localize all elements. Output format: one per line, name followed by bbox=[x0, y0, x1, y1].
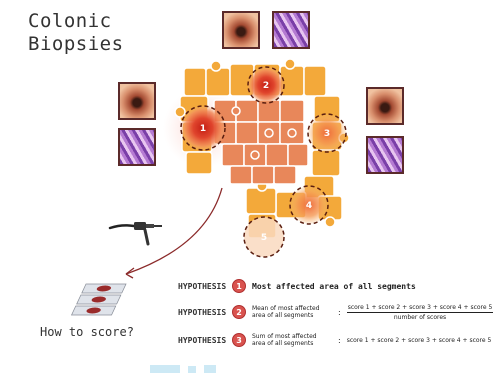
hypothesis-desc-3: Sum of most affected area of all segment… bbox=[252, 333, 332, 347]
hypothesis-row-1: HYPOTHESIS 1 Most affected area of all s… bbox=[178, 276, 416, 296]
hypothesis-desc-2-line-2: area of all segments bbox=[252, 312, 313, 319]
slides-icon bbox=[72, 284, 126, 315]
formula-denominator: number of scores bbox=[394, 313, 446, 321]
hypothesis-number-1: 1 bbox=[232, 279, 246, 293]
hypothesis-desc-3-line-2: area of all segments bbox=[252, 340, 313, 347]
colon-inner-pieces bbox=[214, 100, 308, 184]
endoscope-icon bbox=[110, 222, 162, 244]
formula-numerator: score 1 + score 2 + score 3 + score 4 + … bbox=[347, 304, 494, 313]
hypothesis-label-2: HYPOTHESIS bbox=[178, 308, 232, 317]
segment-number-5: 5 bbox=[261, 233, 267, 243]
hypothesis-desc-3-line-1: Sum of most affected bbox=[252, 333, 317, 340]
hypothesis-desc-2: Mean of most affected area of all segmen… bbox=[252, 305, 332, 319]
hypothesis-label-3: HYPOTHESIS bbox=[178, 336, 232, 345]
watermark-fragments bbox=[150, 365, 216, 373]
hypothesis-formula-3: score 1 + score 2 + score 3 + score 4 + … bbox=[347, 337, 492, 344]
sampling-arrow bbox=[126, 188, 222, 278]
hypothesis-text-1: Most affected area of all segments bbox=[252, 282, 416, 291]
segment-number-4: 4 bbox=[306, 201, 312, 211]
segment-number-3: 3 bbox=[324, 129, 330, 139]
hypothesis-number-3: 3 bbox=[232, 333, 246, 347]
hypothesis-row-2: HYPOTHESIS 2 Mean of most affected area … bbox=[178, 302, 493, 322]
hypothesis-desc-2-line-1: Mean of most affected bbox=[252, 305, 320, 312]
hypothesis-row-3: HYPOTHESIS 3 Sum of most affected area o… bbox=[178, 330, 491, 350]
hypothesis-label-1: HYPOTHESIS bbox=[178, 282, 232, 291]
hypothesis-number-2: 2 bbox=[232, 305, 246, 319]
segment-number-2: 2 bbox=[263, 81, 269, 91]
segment-number-1: 1 bbox=[200, 124, 206, 134]
hypothesis-formula-2: score 1 + score 2 + score 3 + score 4 + … bbox=[347, 304, 494, 321]
how-to-score-label: How to score? bbox=[40, 325, 134, 339]
